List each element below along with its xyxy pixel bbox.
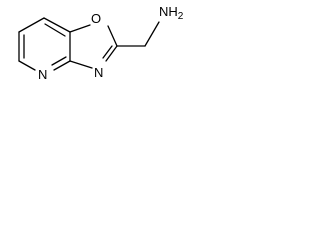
bond-o1-c2 bbox=[107, 25, 118, 47]
amine-subscript-label: 2 bbox=[178, 11, 184, 22]
bond-c3a-c7a bbox=[43, 17, 71, 33]
bond-c7a-c7 bbox=[18, 17, 45, 33]
amine-label: NH2 bbox=[159, 4, 184, 22]
bond-c5-n4 bbox=[53, 60, 71, 71]
oxazole-oxygen-label: O bbox=[91, 11, 101, 26]
amine-main-label: NH bbox=[159, 4, 178, 19]
bond-ch2-nh2 bbox=[144, 21, 160, 47]
oxazole-nitrogen-label: N bbox=[94, 65, 103, 80]
bond-c6-c5 bbox=[18, 60, 36, 71]
pyridine-nitrogen-label: N bbox=[38, 67, 47, 82]
bond-c2-n3 bbox=[105, 45, 118, 62]
bond-c2-n3-inner bbox=[102, 45, 113, 59]
oxazolopyridine-methanamine-structure: N N O NH2 bbox=[18, 4, 184, 82]
bond-n3-c3a bbox=[69, 60, 93, 69]
bond-c3a-c7a-inner bbox=[44, 23, 66, 37]
bond-c7a-o1 bbox=[69, 24, 91, 33]
bond-c5-n4-inner bbox=[51, 56, 67, 66]
